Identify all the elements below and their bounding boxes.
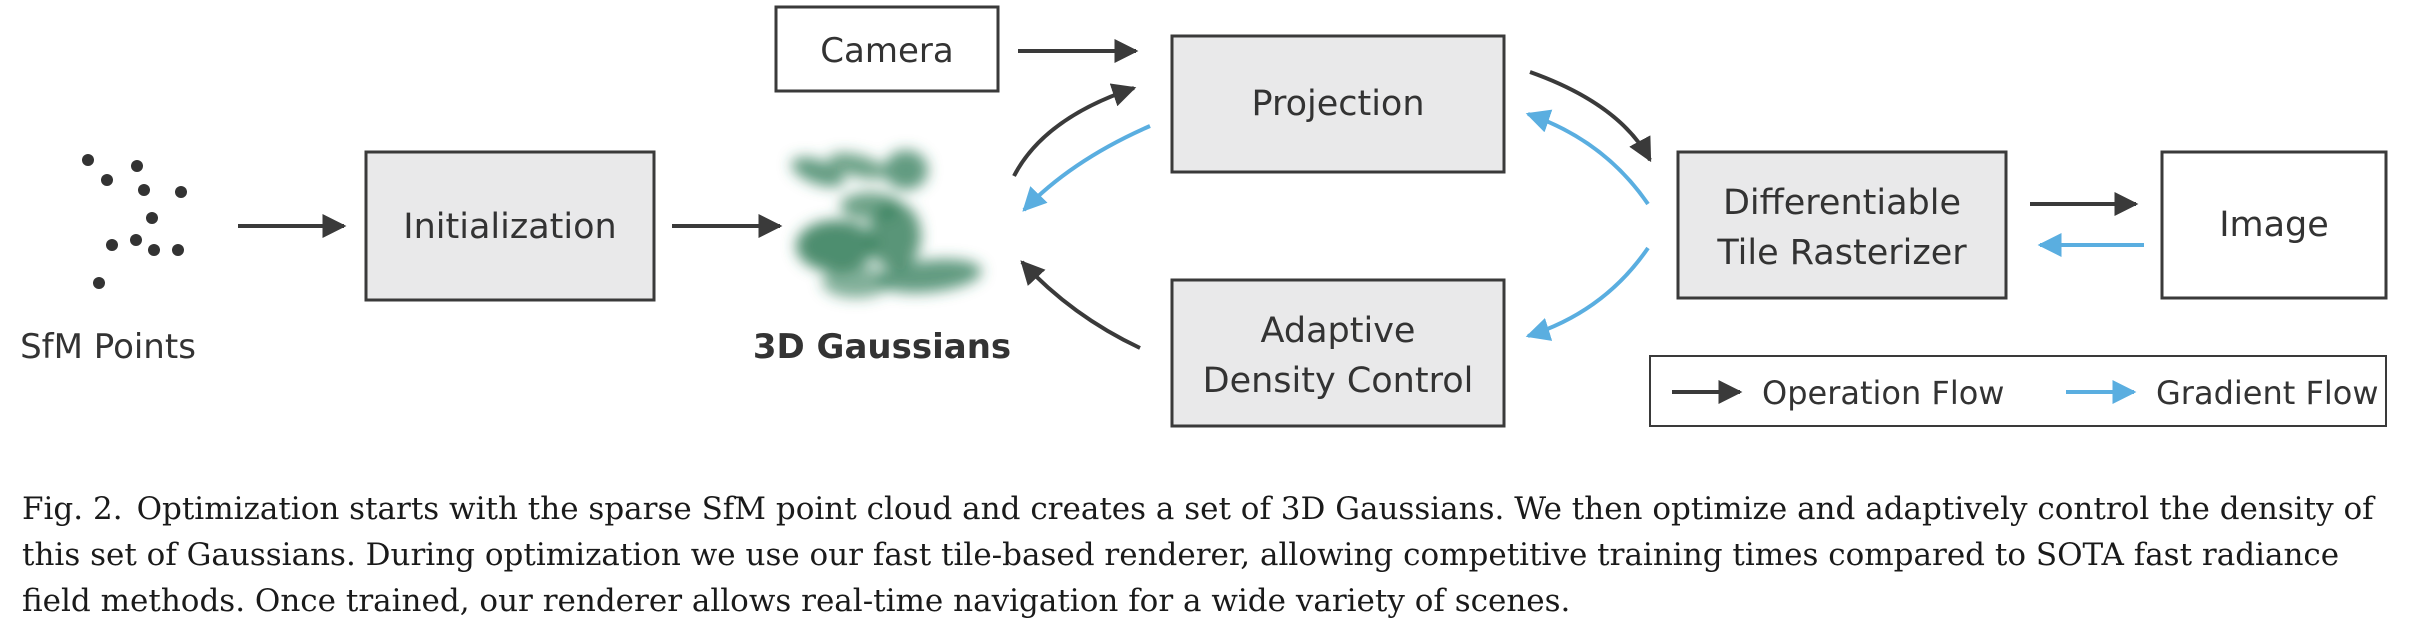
camera-box bbox=[774, 5, 1000, 93]
adaptive-label-line1: Adaptive bbox=[1261, 311, 1416, 351]
image-label: Image bbox=[2219, 205, 2329, 245]
adaptive-label-line2: Density Control bbox=[1203, 361, 1474, 401]
gaussians-label: 3D Gaussians bbox=[753, 327, 1011, 367]
gradient-rasterizer-to-adaptive bbox=[1525, 246, 1650, 341]
legend-operation-label: Operation Flow bbox=[1762, 374, 2004, 412]
sfm-points-label: SfM Points bbox=[20, 327, 196, 367]
legend: Operation Flow Gradient Flow bbox=[1649, 355, 2387, 427]
sfm-point-cloud bbox=[82, 154, 187, 289]
arrow-gaussians-to-projection bbox=[1012, 83, 1137, 177]
gaussians-blobs bbox=[791, 150, 982, 298]
rasterizer-label-line1: Differentiable bbox=[1723, 183, 1961, 223]
gradient-rasterizer-to-projection bbox=[1525, 109, 1650, 206]
projection-label: Projection bbox=[1251, 84, 1424, 124]
figure-caption: Fig. 2.Optimization starts with the spar… bbox=[22, 486, 2414, 624]
camera-label: Camera bbox=[820, 31, 953, 71]
arrow-projection-to-rasterizer bbox=[1529, 70, 1652, 163]
gradient-projection-to-gaussians bbox=[1022, 124, 1151, 212]
caption-text: Optimization starts with the sparse SfM … bbox=[22, 491, 2374, 619]
adaptive-density-control-box bbox=[1170, 278, 1506, 428]
initialization-box bbox=[364, 150, 656, 302]
figure-label: Fig. 2. bbox=[22, 491, 123, 527]
rasterizer-label-line2: Tile Rasterizer bbox=[1716, 233, 1967, 273]
projection-box bbox=[1170, 34, 1506, 174]
rasterizer-box bbox=[1676, 150, 2008, 300]
arrow-adaptive-to-gaussians bbox=[1020, 260, 1141, 350]
legend-gradient-label: Gradient Flow bbox=[2156, 374, 2379, 412]
image-box bbox=[2160, 150, 2388, 300]
legend-frame bbox=[1649, 355, 2387, 427]
initialization-label: Initialization bbox=[403, 207, 616, 247]
